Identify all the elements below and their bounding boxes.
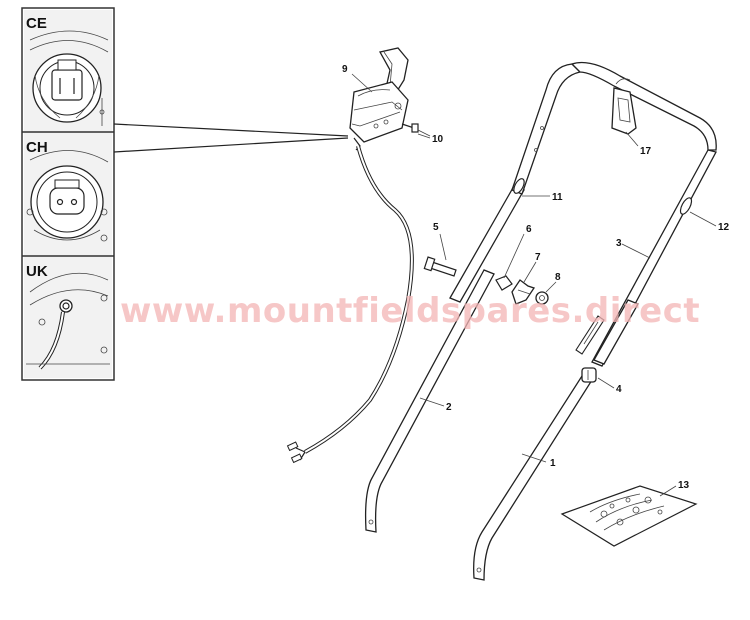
nut-part-8 bbox=[535, 291, 549, 305]
part-number-5: 5 bbox=[433, 222, 439, 233]
part-number-8: 8 bbox=[555, 272, 561, 283]
part-number-13: 13 bbox=[678, 480, 690, 491]
variant-label-ch: CH bbox=[26, 139, 48, 156]
part-number-3: 3 bbox=[616, 238, 622, 249]
screw-part-10 bbox=[401, 123, 431, 137]
part-number-6: 6 bbox=[526, 224, 532, 235]
knob-part-4 bbox=[581, 367, 597, 383]
callout-leaders bbox=[351, 73, 717, 497]
part-number-10: 10 bbox=[432, 134, 444, 145]
part-number-4: 4 bbox=[616, 384, 622, 395]
bolt-part-5 bbox=[423, 256, 457, 277]
wing-knob-part-7 bbox=[511, 279, 536, 305]
plug-variants-panel: CE CH UK bbox=[21, 7, 115, 381]
part-number-7: 7 bbox=[535, 252, 541, 263]
part-number-1: 1 bbox=[550, 458, 556, 469]
variant-label-ce: CE bbox=[26, 15, 47, 32]
ch-leader-line bbox=[113, 137, 349, 153]
switch-box-part-9 bbox=[349, 47, 409, 151]
part-number-11: 11 bbox=[552, 192, 563, 203]
part-number-9: 9 bbox=[342, 64, 348, 75]
parts-bag-part-13 bbox=[560, 485, 698, 547]
part-number-12: 12 bbox=[718, 222, 730, 233]
ce-leader-line bbox=[113, 123, 349, 137]
ce-socket-illustration bbox=[29, 30, 109, 126]
lower-handle bbox=[364, 269, 639, 581]
part-number-17: 17 bbox=[640, 146, 652, 157]
watermark-text: www.mountfieldspares.direct bbox=[120, 291, 700, 331]
variant-label-uk: UK bbox=[26, 263, 48, 280]
uk-socket-illustration bbox=[26, 272, 110, 370]
washer-part-6 bbox=[495, 275, 513, 291]
part-number-2: 2 bbox=[446, 402, 452, 413]
ch-socket-illustration bbox=[26, 150, 109, 242]
cable-clip-part-17 bbox=[611, 78, 637, 135]
